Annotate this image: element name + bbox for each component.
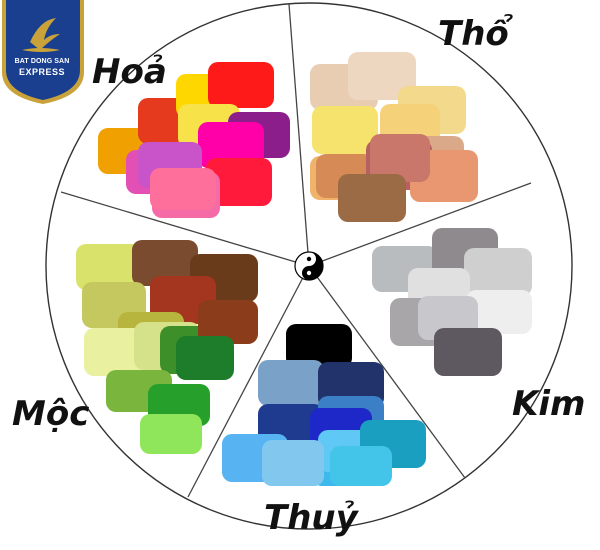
color-swatch-moc [176, 336, 234, 380]
color-swatch-moc [84, 328, 150, 376]
divider-line [187, 265, 310, 498]
color-swatch-thuy [286, 324, 352, 368]
segment-label-kim: Kim [512, 384, 586, 424]
color-swatch-moc [132, 240, 198, 286]
logo-shield-icon [2, 0, 84, 104]
color-swatch-kim [466, 290, 532, 334]
color-swatch-thuy [258, 360, 324, 406]
color-swatch-kim [464, 248, 532, 296]
color-swatch-hoa [150, 168, 216, 210]
segment-label-moc: Mộc [12, 394, 90, 434]
color-swatch-tho [370, 134, 430, 182]
logo-subtitle: EXPRESS [18, 67, 66, 77]
color-swatch-hoa [208, 62, 274, 108]
color-swatch-thuy [262, 440, 324, 486]
color-swatch-tho [338, 174, 406, 222]
color-swatch-kim [434, 328, 502, 376]
color-swatch-tho [348, 52, 416, 100]
divider-line [308, 182, 532, 267]
segment-label-thuy: Thuỷ [264, 498, 358, 538]
divider-line [308, 265, 466, 479]
color-swatch-moc [76, 244, 142, 290]
divider-line [288, 3, 310, 267]
segment-label-tho: Thổ [438, 14, 509, 54]
color-swatch-hoa [206, 158, 272, 206]
swatch-layer [76, 52, 532, 486]
color-swatch-tho [312, 106, 378, 154]
color-swatch-hoa [198, 122, 264, 168]
color-swatch-thuy [330, 446, 392, 486]
yin-yang-icon [294, 251, 324, 281]
divider-line [60, 191, 310, 267]
segment-label-hoa: Hoả [92, 52, 167, 92]
color-swatch-moc [140, 414, 202, 454]
brand-logo: BAT DONG SAN EXPRESS [0, 0, 86, 104]
logo-title: BAT DONG SAN [14, 58, 70, 65]
color-swatch-moc [198, 300, 258, 344]
